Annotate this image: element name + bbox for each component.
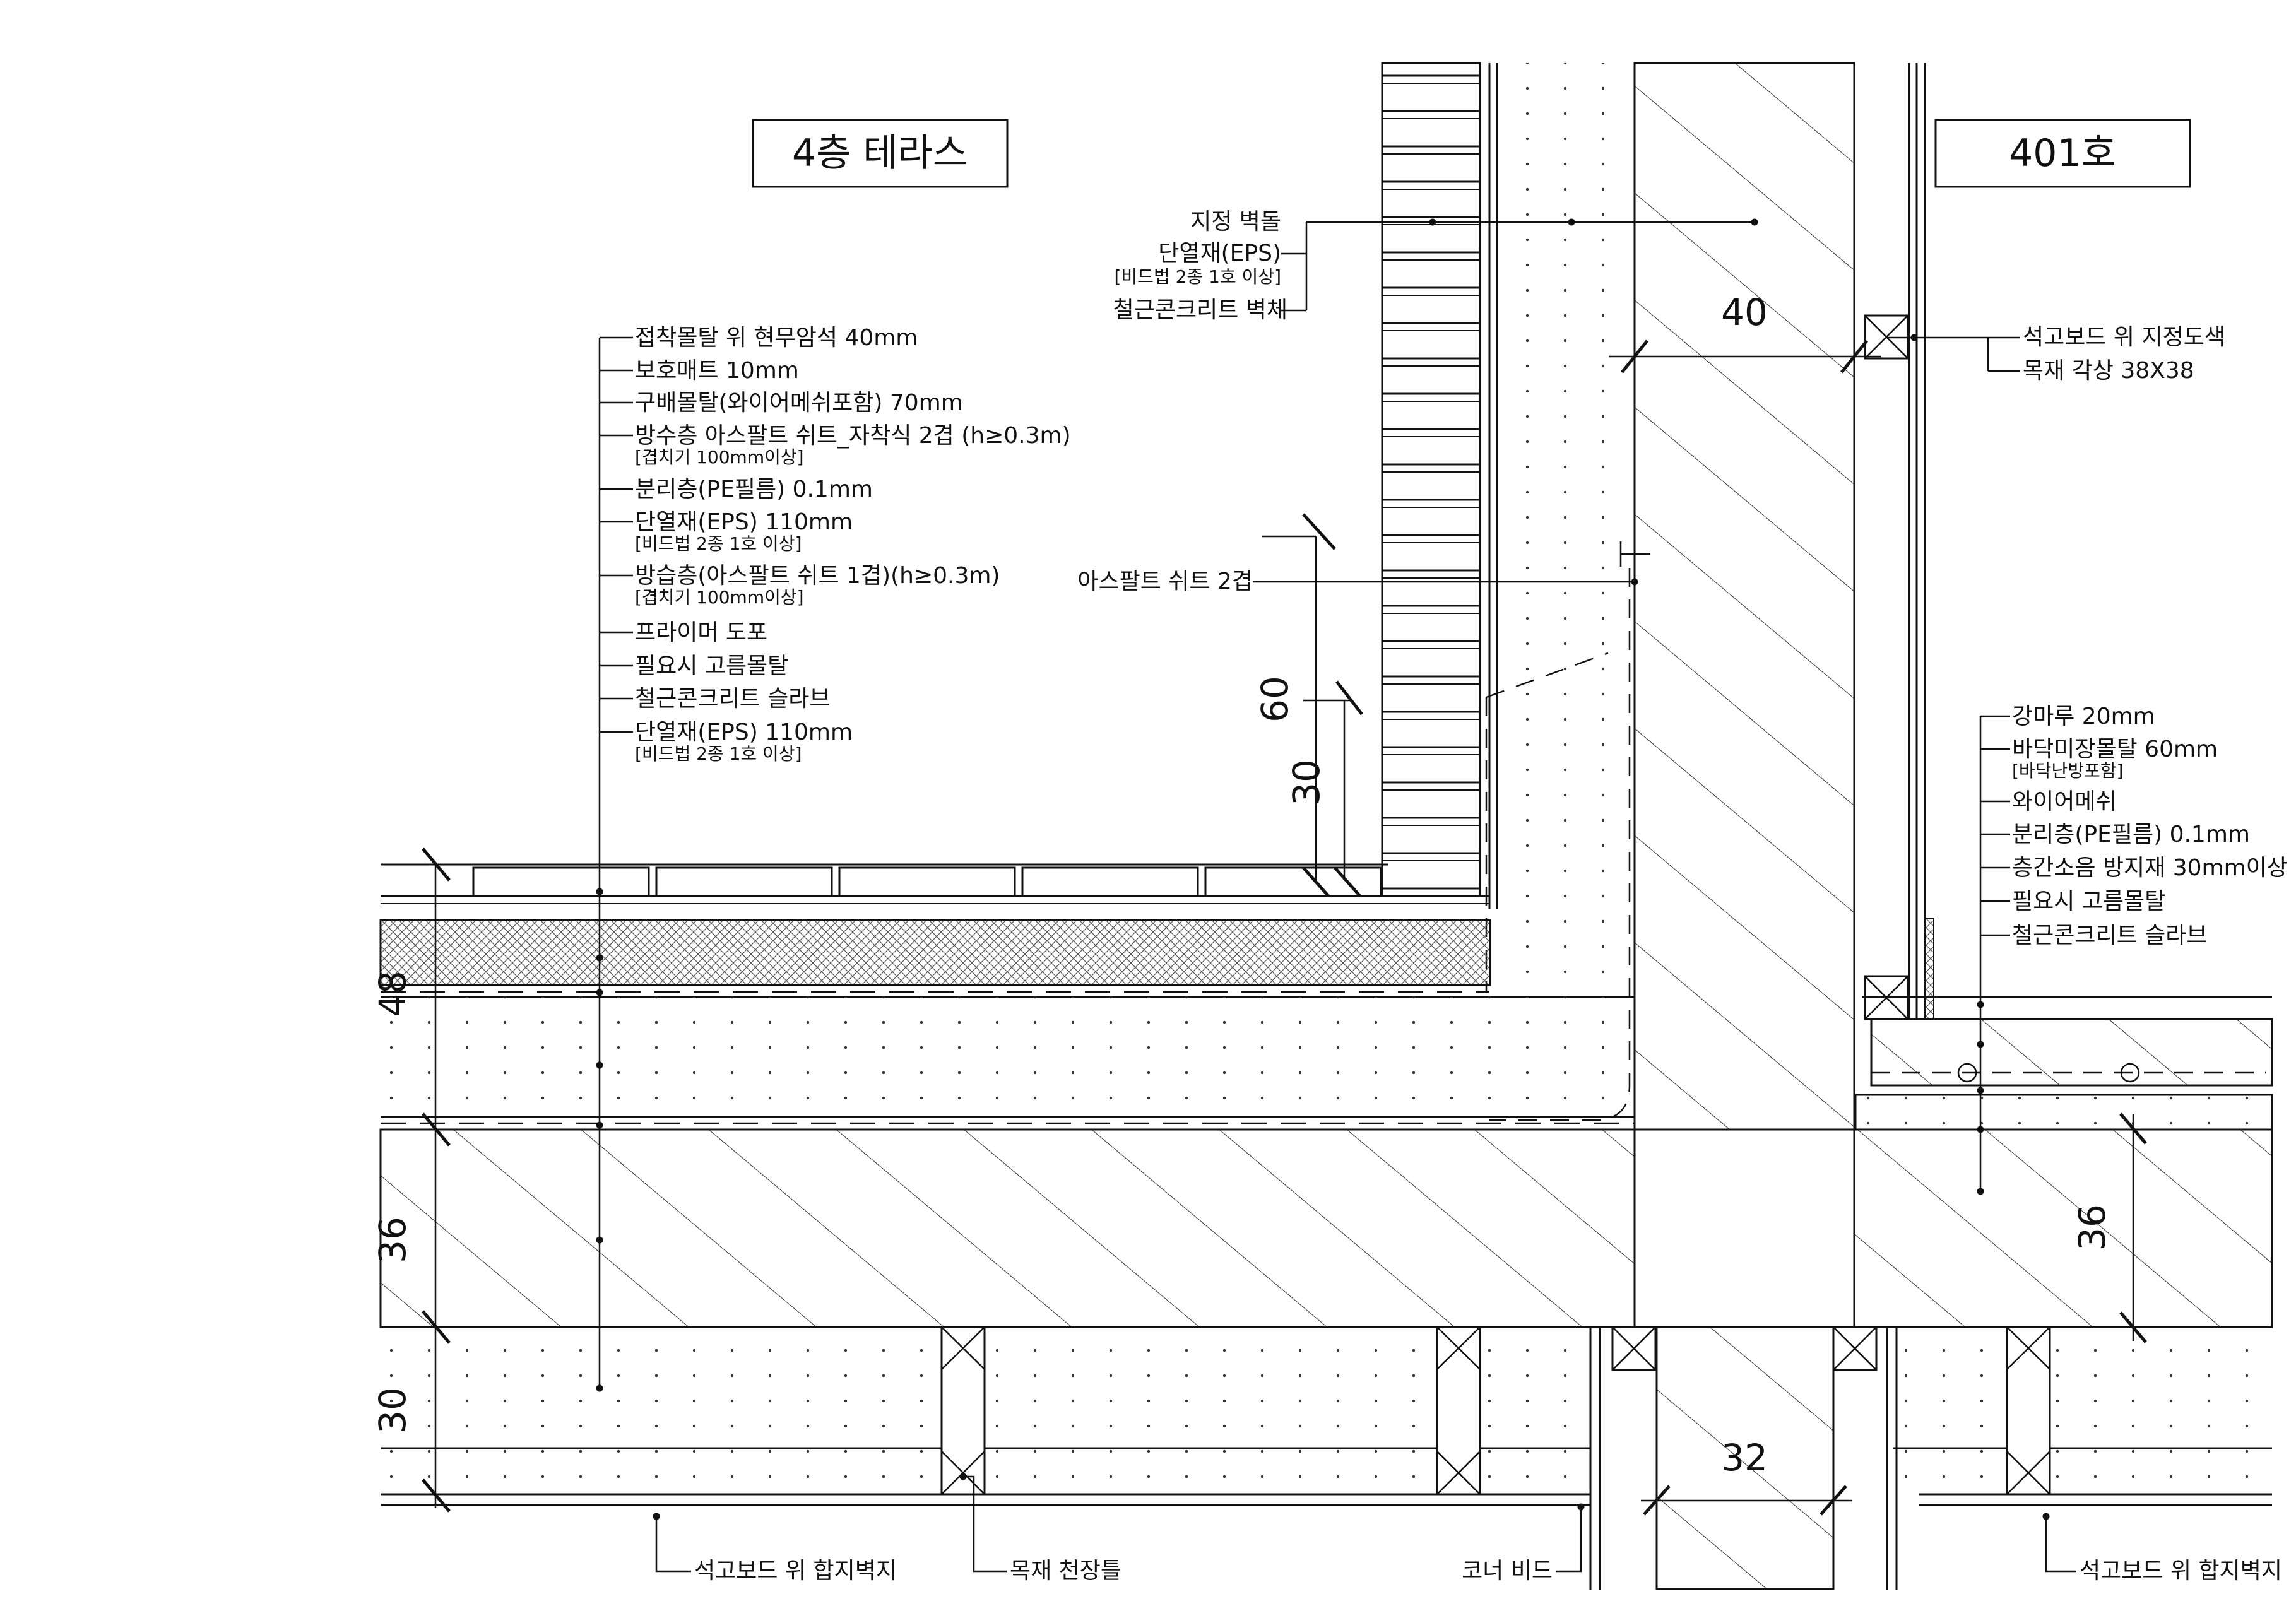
right-layer-sub: [바닥난방포함] <box>2012 760 2123 781</box>
rc-slab-right <box>1853 1128 2273 1328</box>
left-layer-label: 분리층(PE필름) 0.1mm <box>635 476 873 502</box>
right-top-leader <box>1887 334 2020 372</box>
right-leader <box>1977 715 2010 1195</box>
right-layer-label: 분리층(PE필름) 0.1mm <box>2012 822 2250 847</box>
brick-label: 지정 벽돌 <box>1190 209 1281 235</box>
left-layer-label: 단열재(EPS) 110mm <box>635 509 853 535</box>
ceiling-joist-3 <box>1611 1326 1657 1371</box>
dim-60-text: 60 <box>1253 676 1296 723</box>
terrace-floor-buildup <box>379 863 1635 1124</box>
dim-60-30-wall: 60 30 <box>1253 513 1363 897</box>
right-layer-label: 철근콘크리트 슬라브 <box>2012 923 2208 948</box>
bottom-label-corner-bead: 코너 비드 <box>1462 1558 1553 1584</box>
ceiling-left <box>381 1326 1657 1590</box>
left-layer-label: 프라이머 도포 <box>635 620 767 646</box>
right-layer-notes: 강마루 20mm 바닥미장몰탈 60mm[바닥난방포함] 와이어메쉬분리층(PE필름… <box>2012 704 2288 948</box>
terrace-title: 4층 테라스 <box>792 131 968 175</box>
dim-30-left-text: 30 <box>371 1387 414 1434</box>
dim-30-wall-text: 30 <box>1285 759 1328 806</box>
left-layer-label: 필요시 고름몰탈 <box>635 653 788 679</box>
dim-40: 40 <box>1609 291 1881 374</box>
paving-stone <box>838 866 1016 897</box>
dim-48-text: 48 <box>371 971 414 1017</box>
rc-beam-below <box>1655 1326 1835 1590</box>
left-layer-label: 접착몰탈 위 현무암석 40mm <box>635 325 918 351</box>
left-leader <box>596 336 633 1392</box>
unit-title-box: 401호 <box>1934 119 2191 188</box>
bottom-leaders <box>653 1473 2076 1573</box>
left-layer-sub: [비드법 2종 1호 이상] <box>635 533 802 554</box>
left-layer-label: 방수층 아스팔트 쉬트_자착식 2겹 (h≥0.3m) <box>635 423 1071 449</box>
right-layer-label: 강마루 20mm <box>2012 704 2155 729</box>
wall-insulation-sub: [비드법 2종 1호 이상] <box>1115 266 1282 287</box>
asphalt-sheet-label: 아스팔트 쉬트 2겹 <box>1077 569 1253 594</box>
paving-stone <box>1021 866 1199 897</box>
wall-insulation-cavity <box>1485 63 1635 1121</box>
rc-wall-vertical <box>1633 62 1855 1131</box>
ceiling-joist-4 <box>1832 1326 1878 1371</box>
rc-wall-label: 철근콘크리트 벽체 <box>1113 297 1287 323</box>
right-layer-label: 와이어메쉬 <box>2012 789 2117 815</box>
dim-32-text: 32 <box>1721 1436 1768 1479</box>
paving-stone <box>1204 866 1382 897</box>
ceiling-joist-1 <box>940 1326 986 1496</box>
ceiling-joist-5 <box>2006 1326 2051 1496</box>
left-layer-sub: [겹치기 100mm이상] <box>635 587 804 608</box>
unit-floor-buildup <box>1854 996 2273 1131</box>
bottom-label-ceiling-frame: 목재 천장틀 <box>1010 1558 1121 1584</box>
left-layer-label: 구배몰탈(와이어메쉬포함) 70mm <box>635 390 963 416</box>
left-layer-label: 철근콘크리트 슬라브 <box>635 686 831 712</box>
unit-title: 401호 <box>2009 131 2116 175</box>
right-top-label-2: 목재 각상 38X38 <box>2023 358 2194 384</box>
right-layer-label: 필요시 고름몰탈 <box>2012 888 2165 914</box>
right-top-label-1: 석고보드 위 지정도색 <box>2023 324 2225 350</box>
left-layer-notes: 접착몰탈 위 현무암석 40mm 보호매트 10mm 구배몰탈(와이어메쉬포함) 7… <box>635 325 1071 764</box>
left-layer-sub: [비드법 2종 1호 이상] <box>635 743 802 764</box>
rc-slab-left <box>379 1128 1636 1328</box>
ceiling-joist-2 <box>1436 1326 1481 1496</box>
left-layer-label: 단열재(EPS) 110mm <box>635 719 853 745</box>
dim-40-text: 40 <box>1721 291 1768 334</box>
dim-36-left-text: 36 <box>371 1217 414 1263</box>
paving-stone <box>655 866 833 897</box>
left-layer-label: 보호매트 10mm <box>635 358 799 384</box>
dim-36-right-text: 36 <box>2071 1204 2114 1251</box>
wall-insulation-label: 단열재(EPS) <box>1158 240 1281 266</box>
left-layer-label: 방습층(아스팔트 쉬트 1겹)(h≥0.3m) <box>635 563 1000 589</box>
right-layer-label: 층간소음 방지재 30mm이상 <box>2012 855 2288 881</box>
left-layer-sub: [겹치기 100mm이상] <box>635 447 804 468</box>
bottom-label-right-board: 석고보드 위 합지벽지 <box>2080 1558 2282 1584</box>
paving-stone <box>472 866 650 897</box>
brick-wall <box>1381 62 1498 909</box>
right-layer-label: 바닥미장몰탈 60mm <box>2012 736 2218 762</box>
dim-36-right: 36 <box>2071 1112 2147 1343</box>
unit-wall-finish <box>1864 63 1934 1020</box>
terrace-title-box: 4층 테라스 <box>752 119 1009 188</box>
ceiling-right <box>1832 1326 2272 1590</box>
bottom-label-left-board: 석고보드 위 합지벽지 <box>694 1558 897 1584</box>
dim-32: 32 <box>1641 1436 1852 1516</box>
dim-left-stack: 48 36 30 <box>371 847 451 1513</box>
